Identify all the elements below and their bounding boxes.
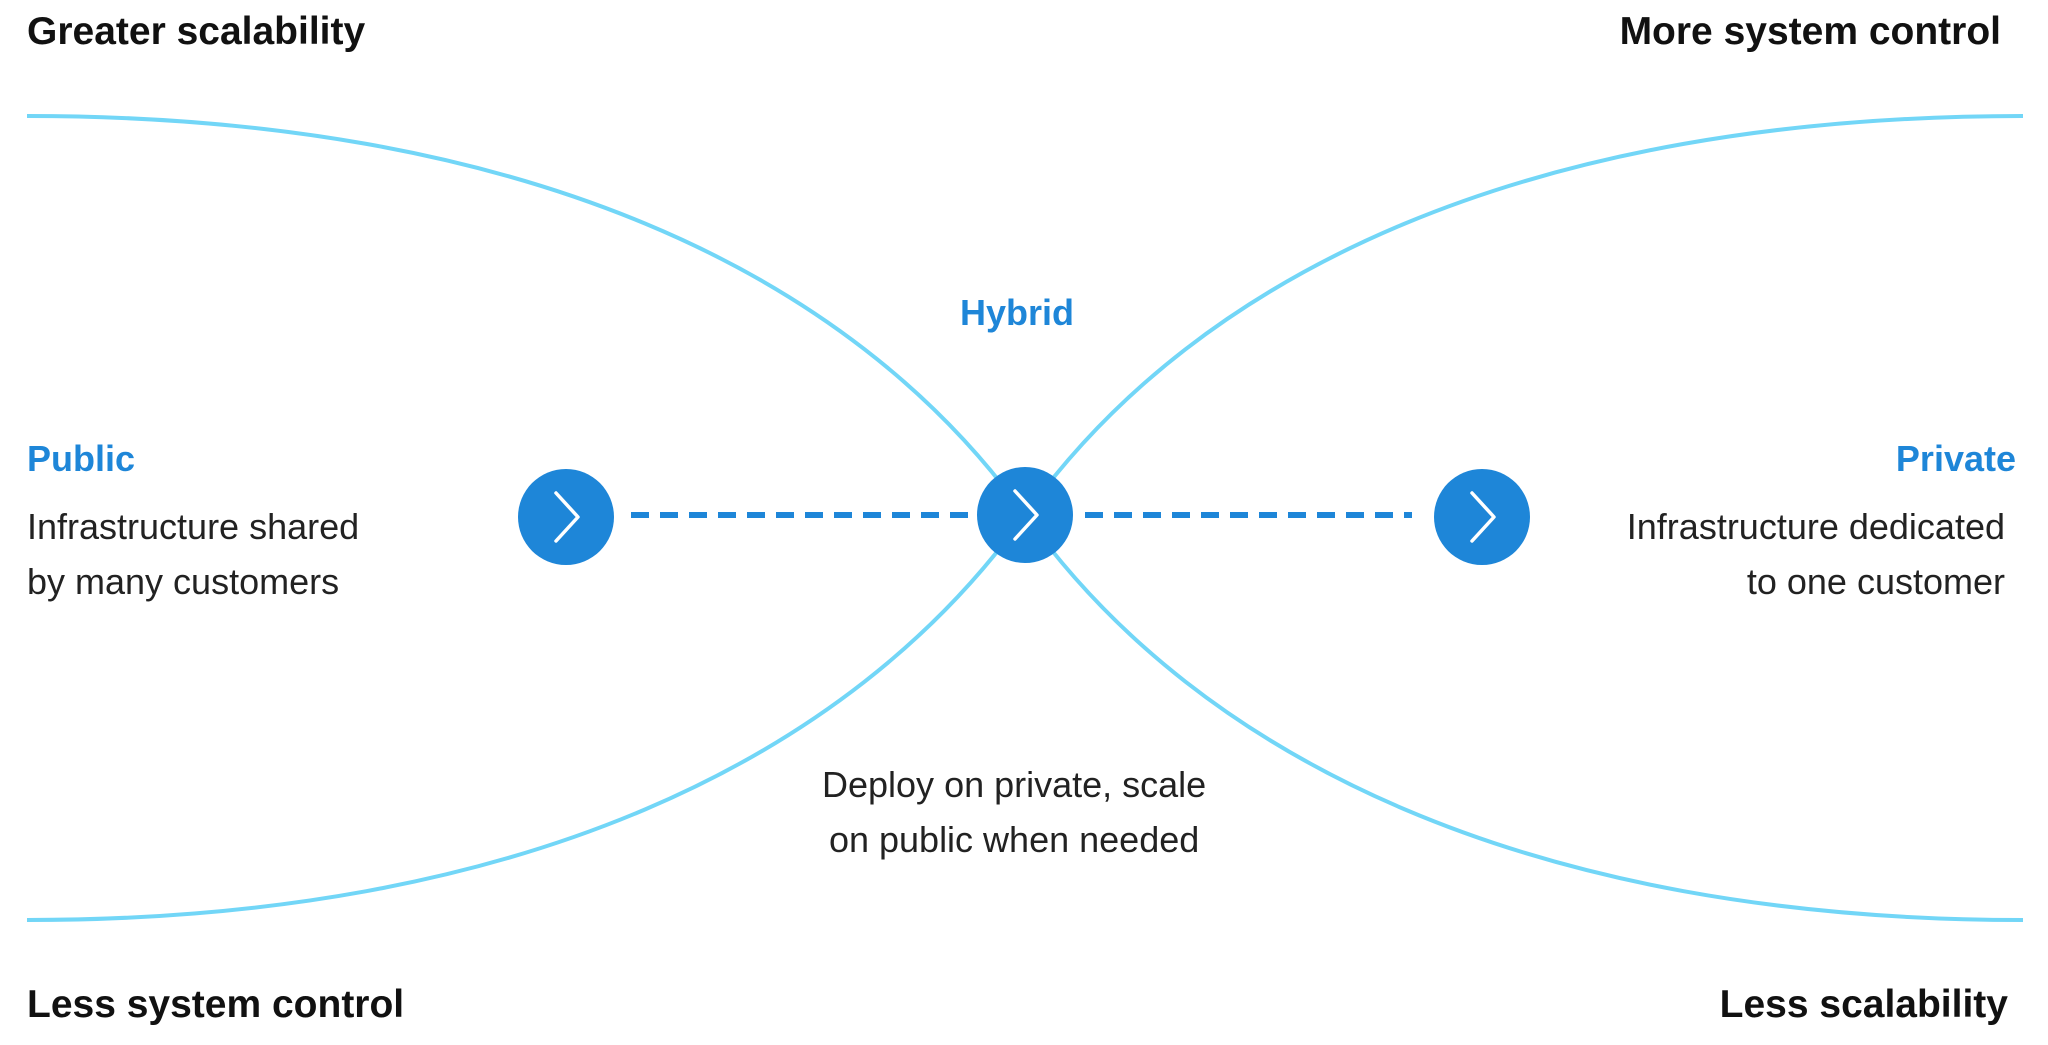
corner-label-top-right: More system control bbox=[1619, 10, 2001, 53]
private-description-line-1: Infrastructure dedicated bbox=[1626, 506, 2005, 547]
private-title: Private bbox=[1895, 438, 2016, 479]
curve-top-right bbox=[1023, 114, 2024, 517]
chevron-right-icon bbox=[554, 491, 580, 543]
private-node-button[interactable] bbox=[1434, 469, 1530, 565]
hybrid-description-line-1: Deploy on private, scale bbox=[822, 764, 1207, 805]
public-title: Public bbox=[27, 438, 136, 479]
hybrid-description: Deploy on private, scale on public when … bbox=[822, 757, 1206, 867]
corner-label-top-left: Greater scalability bbox=[27, 10, 366, 53]
curve-top-left bbox=[26, 114, 1027, 517]
public-description-line-2: by many customers bbox=[27, 561, 340, 602]
corner-label-bottom-right: Less scalability bbox=[1719, 983, 2008, 1026]
public-description: Infrastructure shared by many customers bbox=[27, 499, 359, 609]
private-description-line-2: to one customer bbox=[1746, 561, 2005, 602]
hybrid-title: Hybrid bbox=[960, 292, 1075, 333]
curve-bottom-left bbox=[26, 513, 1027, 922]
chevron-right-icon bbox=[1013, 489, 1039, 541]
public-node-button[interactable] bbox=[518, 469, 614, 565]
hybrid-node-button[interactable] bbox=[977, 467, 1073, 563]
chevron-right-icon bbox=[1470, 491, 1496, 543]
hybrid-description-line-2: on public when needed bbox=[828, 819, 1200, 860]
curve-bottom-right bbox=[1023, 513, 2024, 922]
private-description: Infrastructure dedicated to one customer bbox=[1627, 499, 2005, 609]
corner-label-bottom-left: Less system control bbox=[27, 983, 405, 1026]
public-description-line-1: Infrastructure shared bbox=[27, 506, 360, 547]
